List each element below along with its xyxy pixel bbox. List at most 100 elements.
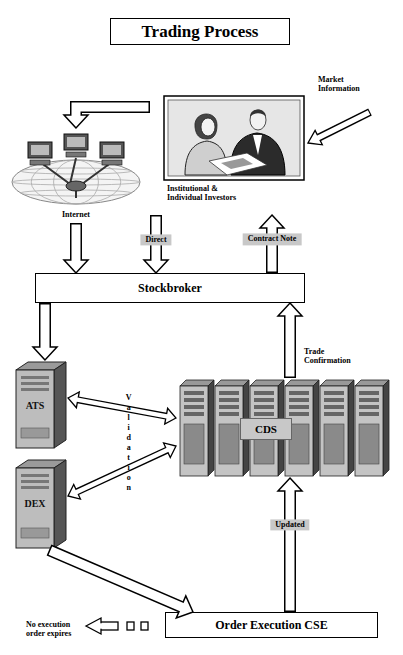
arrow-inner bbox=[72, 225, 81, 263]
arrow-head bbox=[86, 618, 101, 634]
picture-frame bbox=[164, 96, 304, 180]
arrow-inner bbox=[76, 107, 149, 117]
drive-bay bbox=[21, 382, 49, 385]
drive-bay bbox=[254, 398, 274, 402]
tower-panel bbox=[219, 424, 239, 464]
internet-globe: Internet bbox=[8, 128, 144, 223]
node-text: Stockbroker bbox=[138, 281, 202, 296]
note-label: Market Information bbox=[318, 75, 366, 93]
internet-illustration bbox=[8, 128, 144, 208]
picture-backdrop bbox=[168, 100, 300, 176]
person-head bbox=[250, 110, 266, 130]
server-node: DEX bbox=[14, 458, 68, 550]
tower-front bbox=[16, 468, 54, 548]
drive-bay bbox=[21, 376, 49, 379]
network-hub bbox=[66, 181, 86, 191]
tower-side bbox=[348, 380, 354, 476]
server-node: ATS bbox=[14, 360, 68, 450]
person-hair bbox=[195, 114, 217, 139]
tower-front bbox=[16, 370, 54, 448]
drive-bay bbox=[184, 405, 204, 409]
monitor bbox=[100, 142, 124, 158]
arrow-inner bbox=[76, 399, 168, 416]
node-text: Internet bbox=[8, 210, 144, 219]
flow-arrow bbox=[64, 107, 149, 128]
arrow-inner bbox=[75, 449, 168, 492]
drive-bay bbox=[219, 391, 239, 395]
network-link bbox=[40, 158, 112, 198]
drive-bay bbox=[219, 398, 239, 402]
flow-arrow bbox=[68, 443, 176, 499]
person-hair bbox=[250, 110, 266, 118]
process-box: Order Execution CSE bbox=[165, 612, 378, 638]
process-box: Stockbroker bbox=[35, 273, 305, 303]
drive-bay bbox=[289, 398, 309, 402]
screen bbox=[31, 145, 49, 155]
tower-side bbox=[208, 380, 214, 476]
monitor bbox=[64, 134, 88, 150]
drive-bay bbox=[289, 412, 309, 416]
monitor bbox=[28, 142, 52, 158]
node-text: ATS bbox=[16, 400, 54, 411]
node-text: Order Execution CSE bbox=[215, 618, 327, 633]
node-text: CDS bbox=[240, 418, 292, 440]
drive-bay bbox=[184, 398, 204, 402]
drive-bay bbox=[359, 398, 379, 402]
arrow-inner bbox=[317, 113, 369, 139]
arrow-inner bbox=[41, 305, 50, 350]
keyboard bbox=[102, 160, 122, 165]
drive-bay bbox=[219, 405, 239, 409]
node-text: DEX bbox=[16, 498, 54, 509]
keyboard bbox=[30, 160, 50, 165]
tower-panel bbox=[289, 424, 309, 464]
screen bbox=[67, 137, 85, 147]
drive-bay bbox=[359, 412, 379, 416]
drive-bay bbox=[254, 405, 274, 409]
drive-bay bbox=[21, 486, 49, 489]
paper bbox=[209, 153, 267, 175]
tower-side bbox=[54, 362, 66, 448]
tower-side bbox=[383, 380, 389, 476]
tower-vent bbox=[21, 528, 49, 538]
market-arrow bbox=[308, 112, 370, 145]
server-cluster-node: CDS bbox=[176, 378, 392, 478]
edge-label: Trade Confirmation bbox=[304, 346, 360, 364]
arrow-shaft bbox=[100, 622, 118, 630]
investors-illustration bbox=[163, 95, 305, 181]
tower-side bbox=[313, 380, 319, 476]
edge-label: Direct bbox=[140, 234, 171, 245]
node-text: Institutional & Individual Investors bbox=[167, 184, 239, 202]
investor-picture: Institutional & Individual Investors bbox=[150, 95, 307, 215]
drive-bay bbox=[324, 405, 344, 409]
arrow-inner bbox=[286, 489, 295, 611]
drive-bay bbox=[21, 388, 49, 391]
paper bbox=[221, 158, 253, 169]
drive-bay bbox=[219, 412, 239, 416]
drive-bay bbox=[254, 412, 274, 416]
person-head bbox=[201, 118, 215, 136]
flow-arrow bbox=[64, 225, 88, 274]
drive-bay bbox=[324, 412, 344, 416]
globe-parallel bbox=[21, 168, 132, 174]
drive-bay bbox=[254, 391, 274, 395]
tower-side bbox=[54, 460, 66, 548]
tower-panel bbox=[324, 424, 344, 464]
person-shirt bbox=[253, 135, 262, 155]
tower-front bbox=[320, 386, 348, 476]
vertical-note: Validation bbox=[124, 393, 138, 493]
drive-bay bbox=[21, 474, 49, 477]
flow-arrow bbox=[278, 303, 302, 377]
drive-bay bbox=[324, 391, 344, 395]
drive-bay bbox=[21, 480, 49, 483]
tower-panel bbox=[184, 424, 204, 464]
tower-front bbox=[355, 386, 383, 476]
drive-bay bbox=[324, 398, 344, 402]
drive-bay bbox=[184, 391, 204, 395]
flow-arrow bbox=[50, 551, 193, 618]
drive-bay bbox=[359, 405, 379, 409]
note-label: No execution order expires bbox=[26, 620, 90, 638]
arrow-inner bbox=[50, 551, 183, 608]
flow-arrow bbox=[278, 478, 302, 611]
